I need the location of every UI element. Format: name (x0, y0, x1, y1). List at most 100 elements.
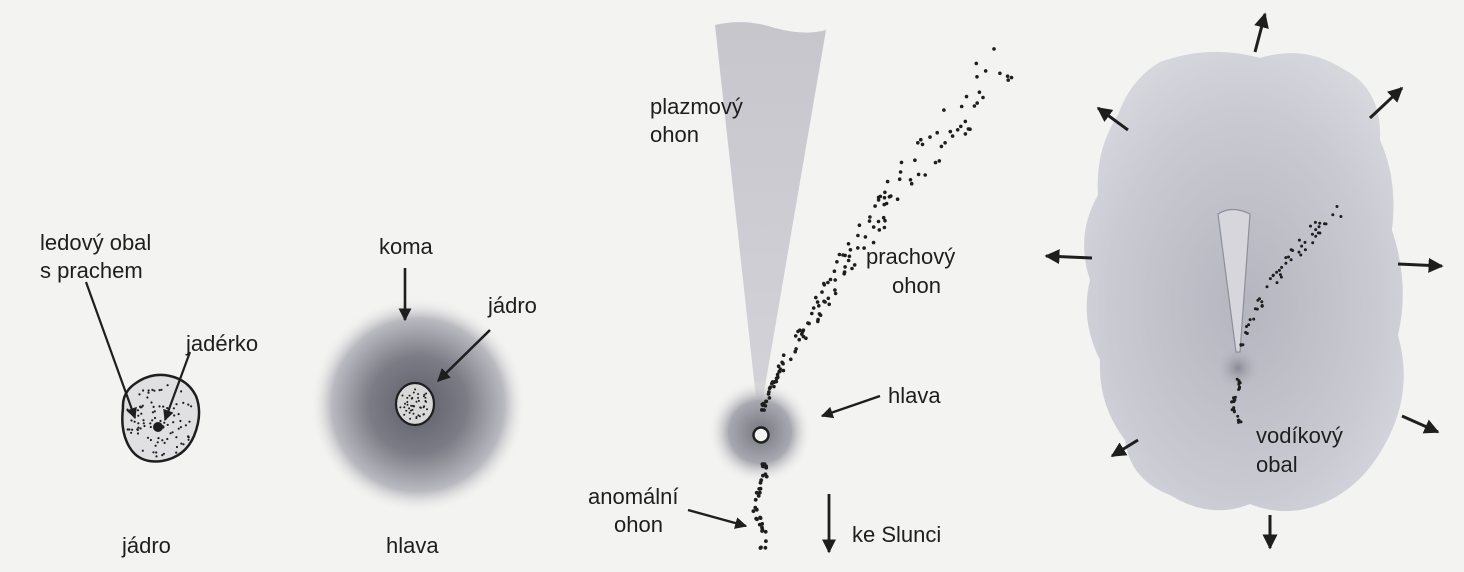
speckle (167, 384, 169, 386)
speckle (142, 405, 144, 407)
inner-dust-dot (1290, 248, 1293, 251)
speckle (410, 405, 412, 407)
speckle (408, 407, 410, 409)
expansion-arrow (1402, 416, 1438, 432)
inner-anti-dot (1230, 400, 1233, 403)
inner-dust-dot (1304, 241, 1307, 244)
inner-dust-dot (1252, 318, 1255, 321)
dust-dot (793, 350, 797, 354)
dust-dot (917, 173, 921, 177)
speckle (178, 413, 180, 415)
inner-dust-dot (1249, 318, 1252, 321)
speckle (424, 400, 426, 402)
dust-dot (978, 90, 982, 94)
speckle (412, 405, 414, 407)
dust-dot (921, 143, 925, 147)
speckle (182, 402, 184, 404)
dust-dot (843, 254, 847, 258)
dust-dot (767, 390, 771, 394)
dust-dot (898, 177, 902, 181)
dust-dot (789, 358, 793, 362)
inner-dust-dot (1290, 258, 1293, 261)
speckle (423, 405, 425, 407)
anomalous-tail-arrow (688, 510, 746, 526)
speckle (150, 439, 152, 441)
dust-dot (928, 135, 932, 139)
dust-dot (909, 178, 913, 182)
label-comet-head: hlava (888, 382, 941, 409)
speckle (409, 418, 411, 420)
speckle (148, 389, 150, 391)
dust-dot (942, 108, 946, 112)
dust-dot (885, 202, 889, 206)
speckle (178, 428, 180, 430)
inner-anti-dot (1231, 408, 1234, 411)
speckle (406, 401, 408, 403)
panel-nucleus (86, 282, 199, 461)
inner-dust-dot (1311, 233, 1314, 236)
dust-dot (768, 387, 772, 391)
anti-tail-dot (752, 509, 756, 513)
speckle (143, 422, 145, 424)
dust-dot (856, 234, 860, 238)
speckle (416, 416, 418, 418)
inner-anti-dot (1239, 381, 1242, 384)
speckle (426, 408, 428, 410)
anti-tail-dot (764, 546, 768, 550)
anti-tail-dot (764, 530, 768, 534)
anti-tail-dot (753, 506, 757, 510)
inner-dust-dot (1331, 213, 1334, 216)
dust-dot (814, 296, 818, 300)
inner-dust-dot (1269, 277, 1272, 280)
dust-dot (765, 400, 769, 404)
dust-dot (913, 158, 917, 162)
nucleolus-dot (153, 422, 163, 432)
dust-dot (812, 306, 816, 310)
dust-dot (760, 403, 764, 407)
dust-dot (938, 159, 942, 163)
dust-dot (919, 138, 923, 142)
dust-dot (940, 145, 944, 149)
inner-dust-dot (1311, 241, 1314, 244)
speckle (180, 443, 182, 445)
speckle (149, 422, 151, 424)
inner-dust-dot (1278, 269, 1281, 272)
speckle (155, 455, 157, 457)
speckle (140, 427, 142, 429)
dust-dot (762, 408, 766, 412)
speckle (180, 426, 182, 428)
label-head-nucleus: jádro (488, 292, 537, 319)
dust-dot (975, 75, 979, 79)
speckle (166, 438, 168, 440)
label-anomalous-tail-line1: anomální (588, 483, 679, 510)
inner-anti-dot (1237, 388, 1240, 391)
speckle (187, 435, 189, 437)
caption-nucleus: jádro (122, 532, 171, 559)
anti-tail-dot (764, 539, 768, 543)
speckle (176, 446, 178, 448)
dust-dot (826, 281, 830, 285)
speckle (137, 429, 139, 431)
dust-dot (877, 198, 881, 202)
dust-dot (810, 312, 814, 316)
speckle (405, 410, 407, 412)
inner-dust-dot (1323, 222, 1326, 225)
dust-dot (883, 219, 887, 223)
inner-dust-dot (1272, 274, 1275, 277)
dust-dot (848, 254, 852, 258)
comet-nucleus (754, 428, 769, 443)
speckle (416, 401, 418, 403)
inner-dust-dot (1304, 248, 1307, 251)
dust-dot (775, 380, 779, 384)
dust-dot (797, 338, 801, 342)
speckle (403, 406, 405, 408)
expansion-arrow (1255, 14, 1265, 52)
inner-dust-dot (1318, 225, 1321, 228)
speckle (137, 432, 139, 434)
nucleus-body (122, 375, 199, 462)
speckle (140, 413, 142, 415)
speckle (417, 393, 419, 395)
dust-dot (900, 161, 904, 165)
speckle (411, 409, 413, 411)
